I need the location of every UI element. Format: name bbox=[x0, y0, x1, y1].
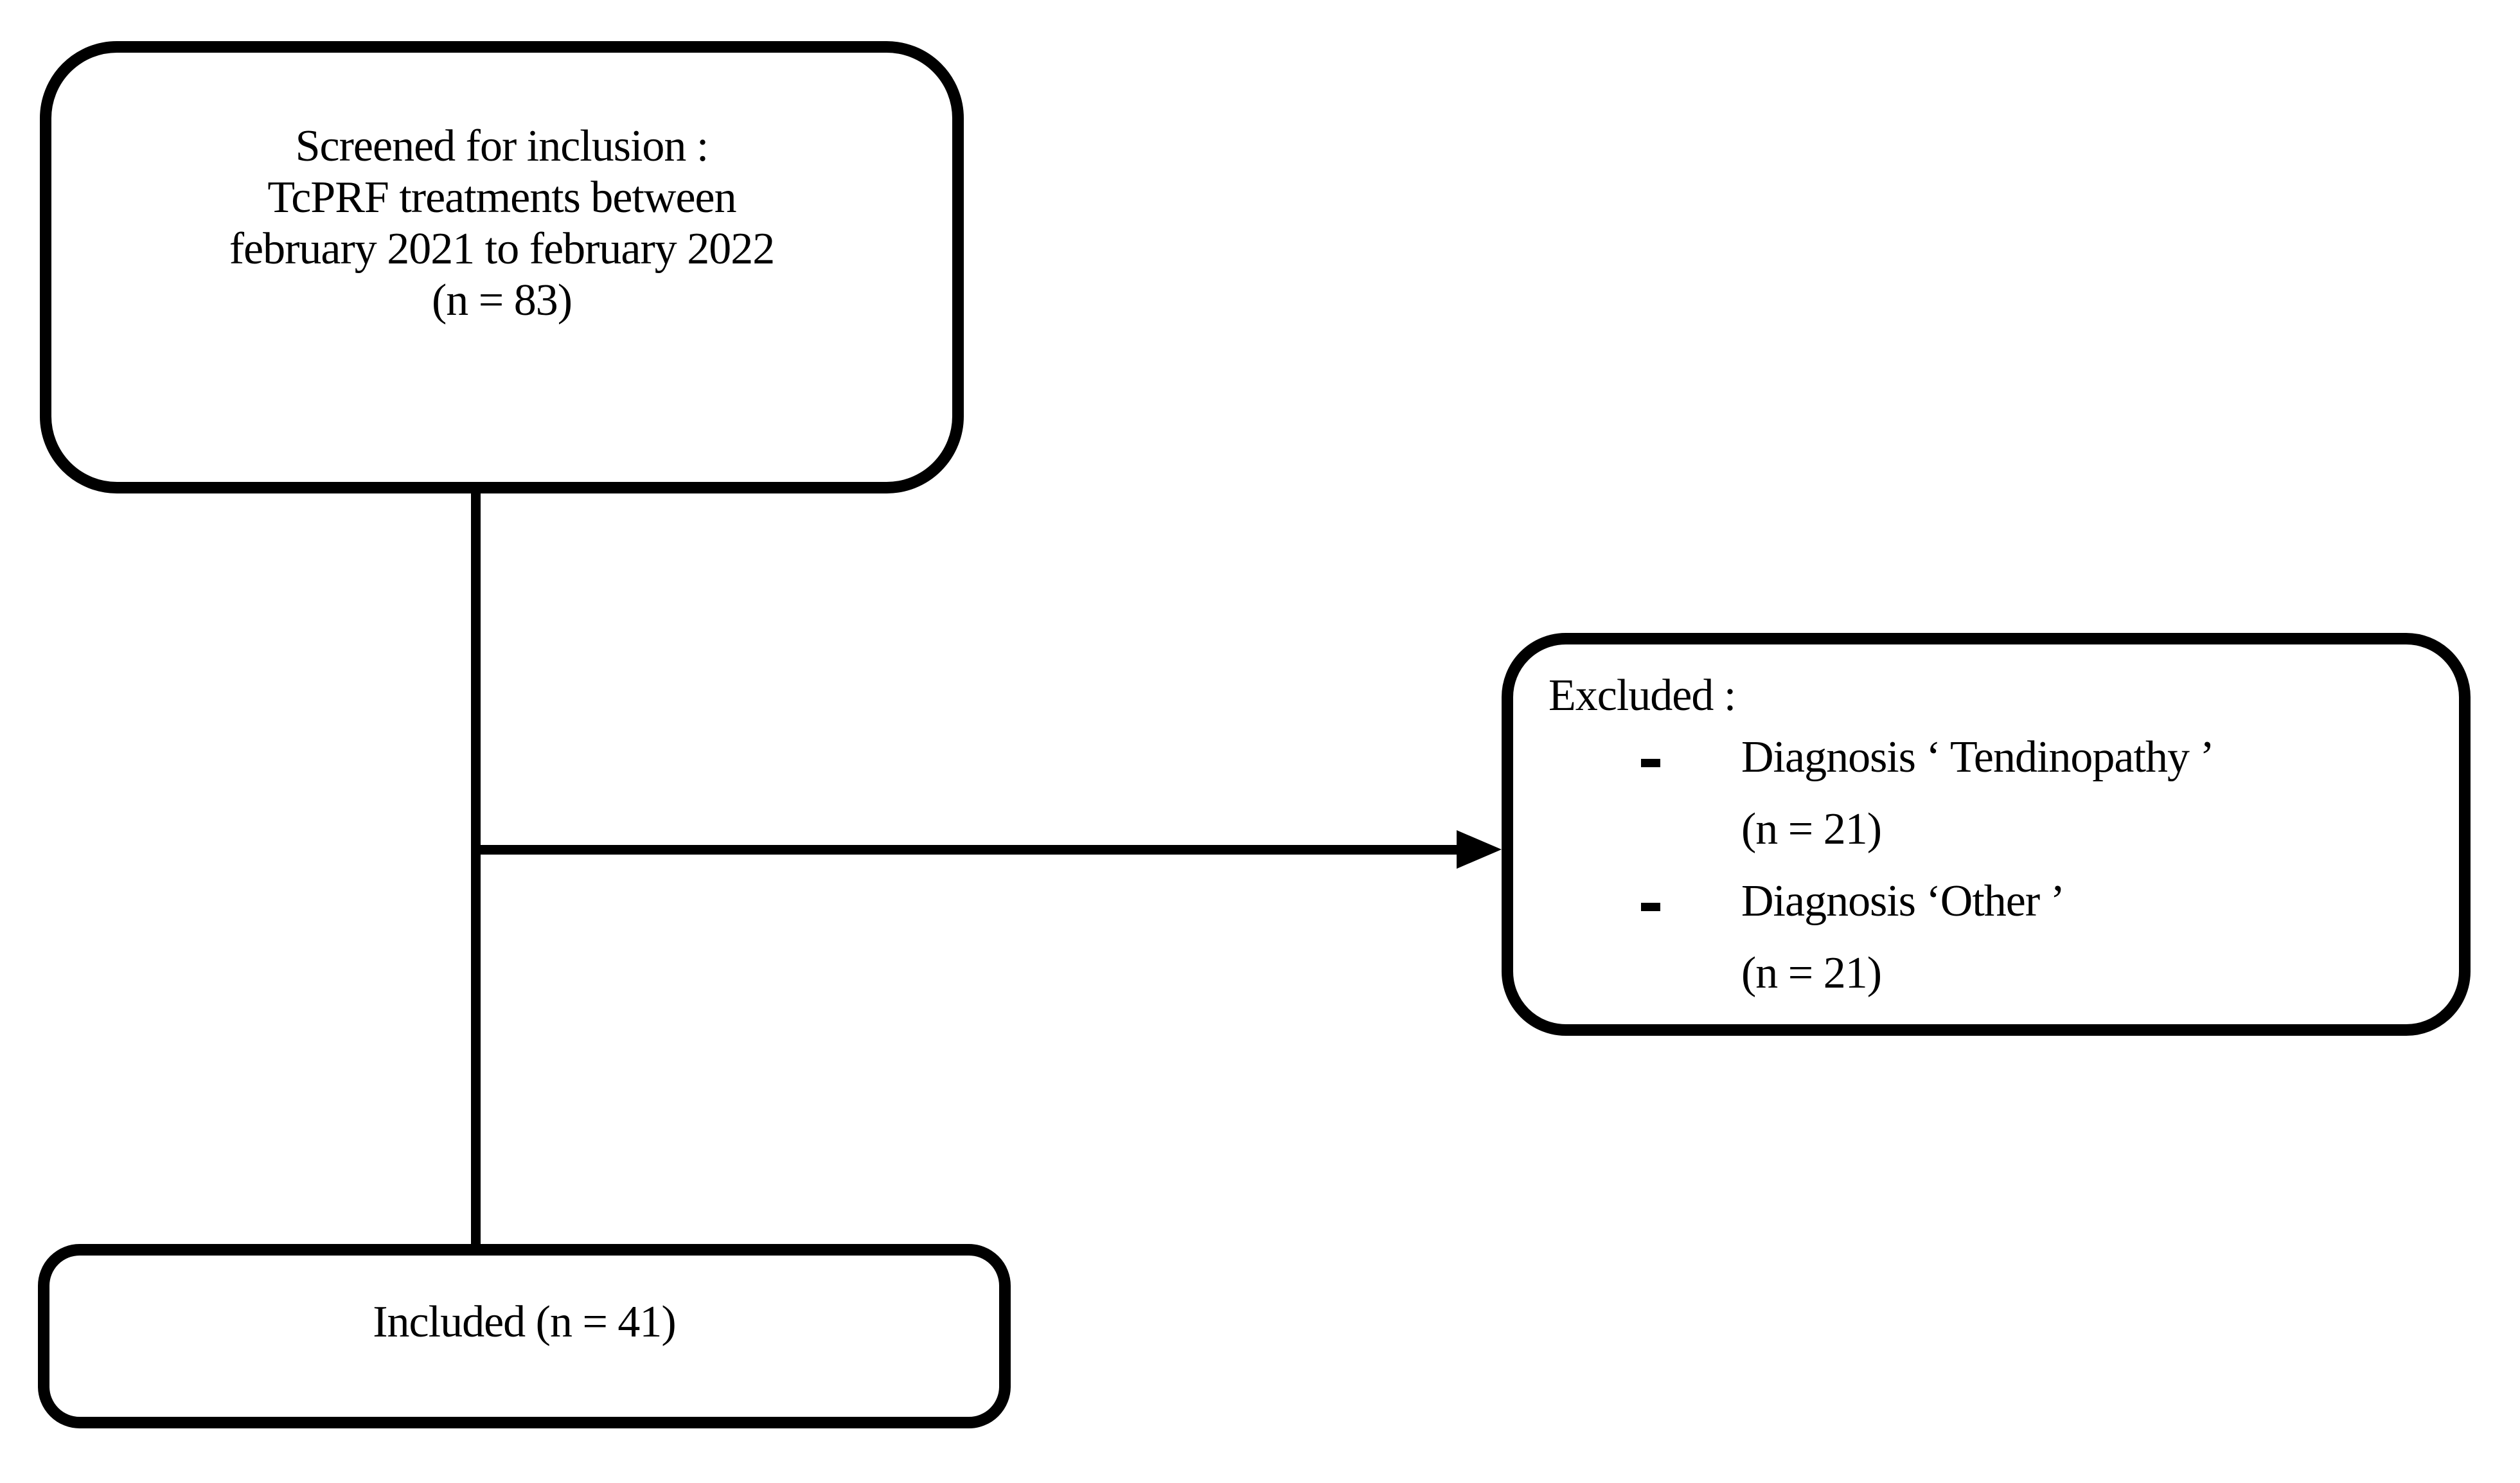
screened-line-2: TcPRF treatments between bbox=[267, 173, 736, 222]
screened-line-1: Screened for inclusion : bbox=[295, 121, 709, 171]
excluded-item-count: (n = 21) bbox=[1741, 948, 1882, 998]
included-label: Included (n = 41) bbox=[373, 1297, 676, 1347]
excluded-item-count: (n = 21) bbox=[1741, 804, 1882, 854]
right-arrowhead-icon bbox=[1457, 830, 1502, 869]
screened-count: (n = 83) bbox=[431, 276, 572, 325]
dash-bullet-icon bbox=[1641, 903, 1660, 911]
vertical-connector-line bbox=[471, 485, 481, 1250]
excluded-node: Excluded : Diagnosis ‘ Tendinopathy ’ (n… bbox=[1502, 633, 2471, 1036]
screened-for-inclusion-node: Screened for inclusion : TcPRF treatment… bbox=[40, 41, 964, 493]
included-node: Included (n = 41) bbox=[38, 1244, 1011, 1428]
excluded-title: Excluded : bbox=[1548, 671, 1736, 720]
screened-line-3: february 2021 to february 2022 bbox=[229, 224, 776, 274]
excluded-item: Diagnosis ‘ Tendinopathy ’ (n = 21) bbox=[1513, 722, 2459, 866]
dash-bullet-icon bbox=[1641, 759, 1660, 767]
excluded-item: Diagnosis ‘Other ’ (n = 21) bbox=[1513, 866, 2459, 1009]
horizontal-connector-line bbox=[471, 845, 1464, 855]
excluded-item-label: Diagnosis ‘Other ’ bbox=[1741, 876, 2065, 926]
excluded-item-label: Diagnosis ‘ Tendinopathy ’ bbox=[1741, 733, 2215, 782]
